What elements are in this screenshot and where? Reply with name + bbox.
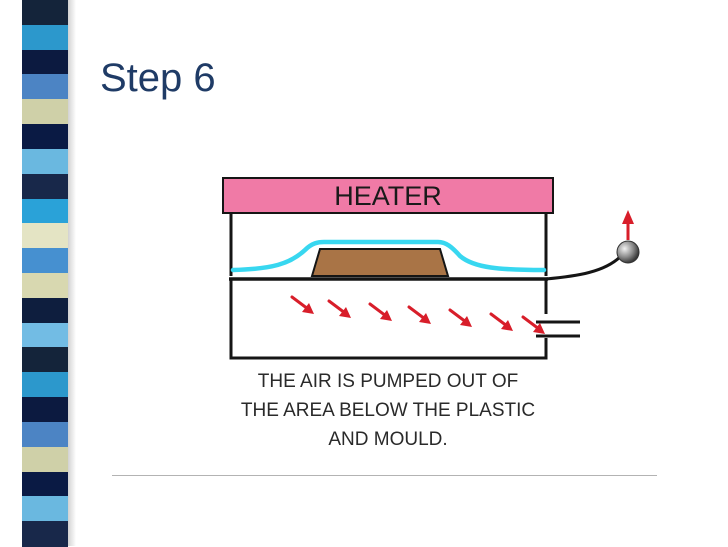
air-arrow-2 bbox=[327, 299, 353, 320]
caption-line-1: THE AIR IS PUMPED OUT OF bbox=[257, 371, 519, 392]
stripe-shadow bbox=[68, 0, 76, 546]
stripe-segment bbox=[22, 148, 68, 175]
stripe-segment bbox=[22, 0, 68, 26]
lower-chamber-outline bbox=[229, 279, 548, 360]
stripe-segment bbox=[22, 273, 68, 299]
decorative-stripe-bar bbox=[22, 0, 68, 547]
stripe-segment bbox=[22, 521, 68, 547]
bottom-divider bbox=[112, 475, 657, 476]
stripe-segment bbox=[22, 446, 68, 473]
stripe-segment bbox=[22, 347, 68, 374]
air-arrow-1 bbox=[290, 295, 316, 316]
stripe-segment bbox=[22, 297, 68, 324]
stripe-segment bbox=[22, 372, 68, 399]
stripe-segment bbox=[22, 74, 68, 101]
stripe-segment bbox=[22, 397, 68, 423]
stripe-segment bbox=[22, 322, 68, 349]
plastic-sheet bbox=[230, 239, 547, 273]
air-arrow-6 bbox=[489, 312, 515, 333]
air-arrow-7 bbox=[521, 315, 547, 336]
stripe-segment bbox=[22, 24, 68, 51]
stripe-segment bbox=[22, 471, 68, 498]
stripe-segment bbox=[22, 173, 68, 200]
air-arrow-4 bbox=[407, 305, 433, 326]
stripe-segment bbox=[22, 124, 68, 150]
slide-title: Step 6 bbox=[100, 56, 216, 100]
stripe-segment bbox=[22, 248, 68, 274]
stripe-segment bbox=[22, 223, 68, 250]
stripe-segment bbox=[22, 99, 68, 126]
caption-line-2: THE AREA BELOW THE PLASTIC bbox=[240, 400, 536, 421]
air-arrow-5 bbox=[448, 308, 474, 329]
up-arrow-icon bbox=[622, 210, 634, 224]
mould-block bbox=[310, 248, 450, 277]
stripe-segment bbox=[22, 198, 68, 225]
valve-lever bbox=[545, 255, 622, 281]
caption-line-3: AND MOULD. bbox=[328, 429, 448, 450]
valve-ball bbox=[616, 240, 640, 264]
heater-label: HEATER bbox=[334, 181, 442, 211]
stripe-segment bbox=[22, 49, 68, 76]
air-arrow-3 bbox=[368, 302, 394, 323]
stripe-segment bbox=[22, 421, 68, 448]
heater-block bbox=[222, 177, 554, 214]
stripe-segment bbox=[22, 496, 68, 523]
